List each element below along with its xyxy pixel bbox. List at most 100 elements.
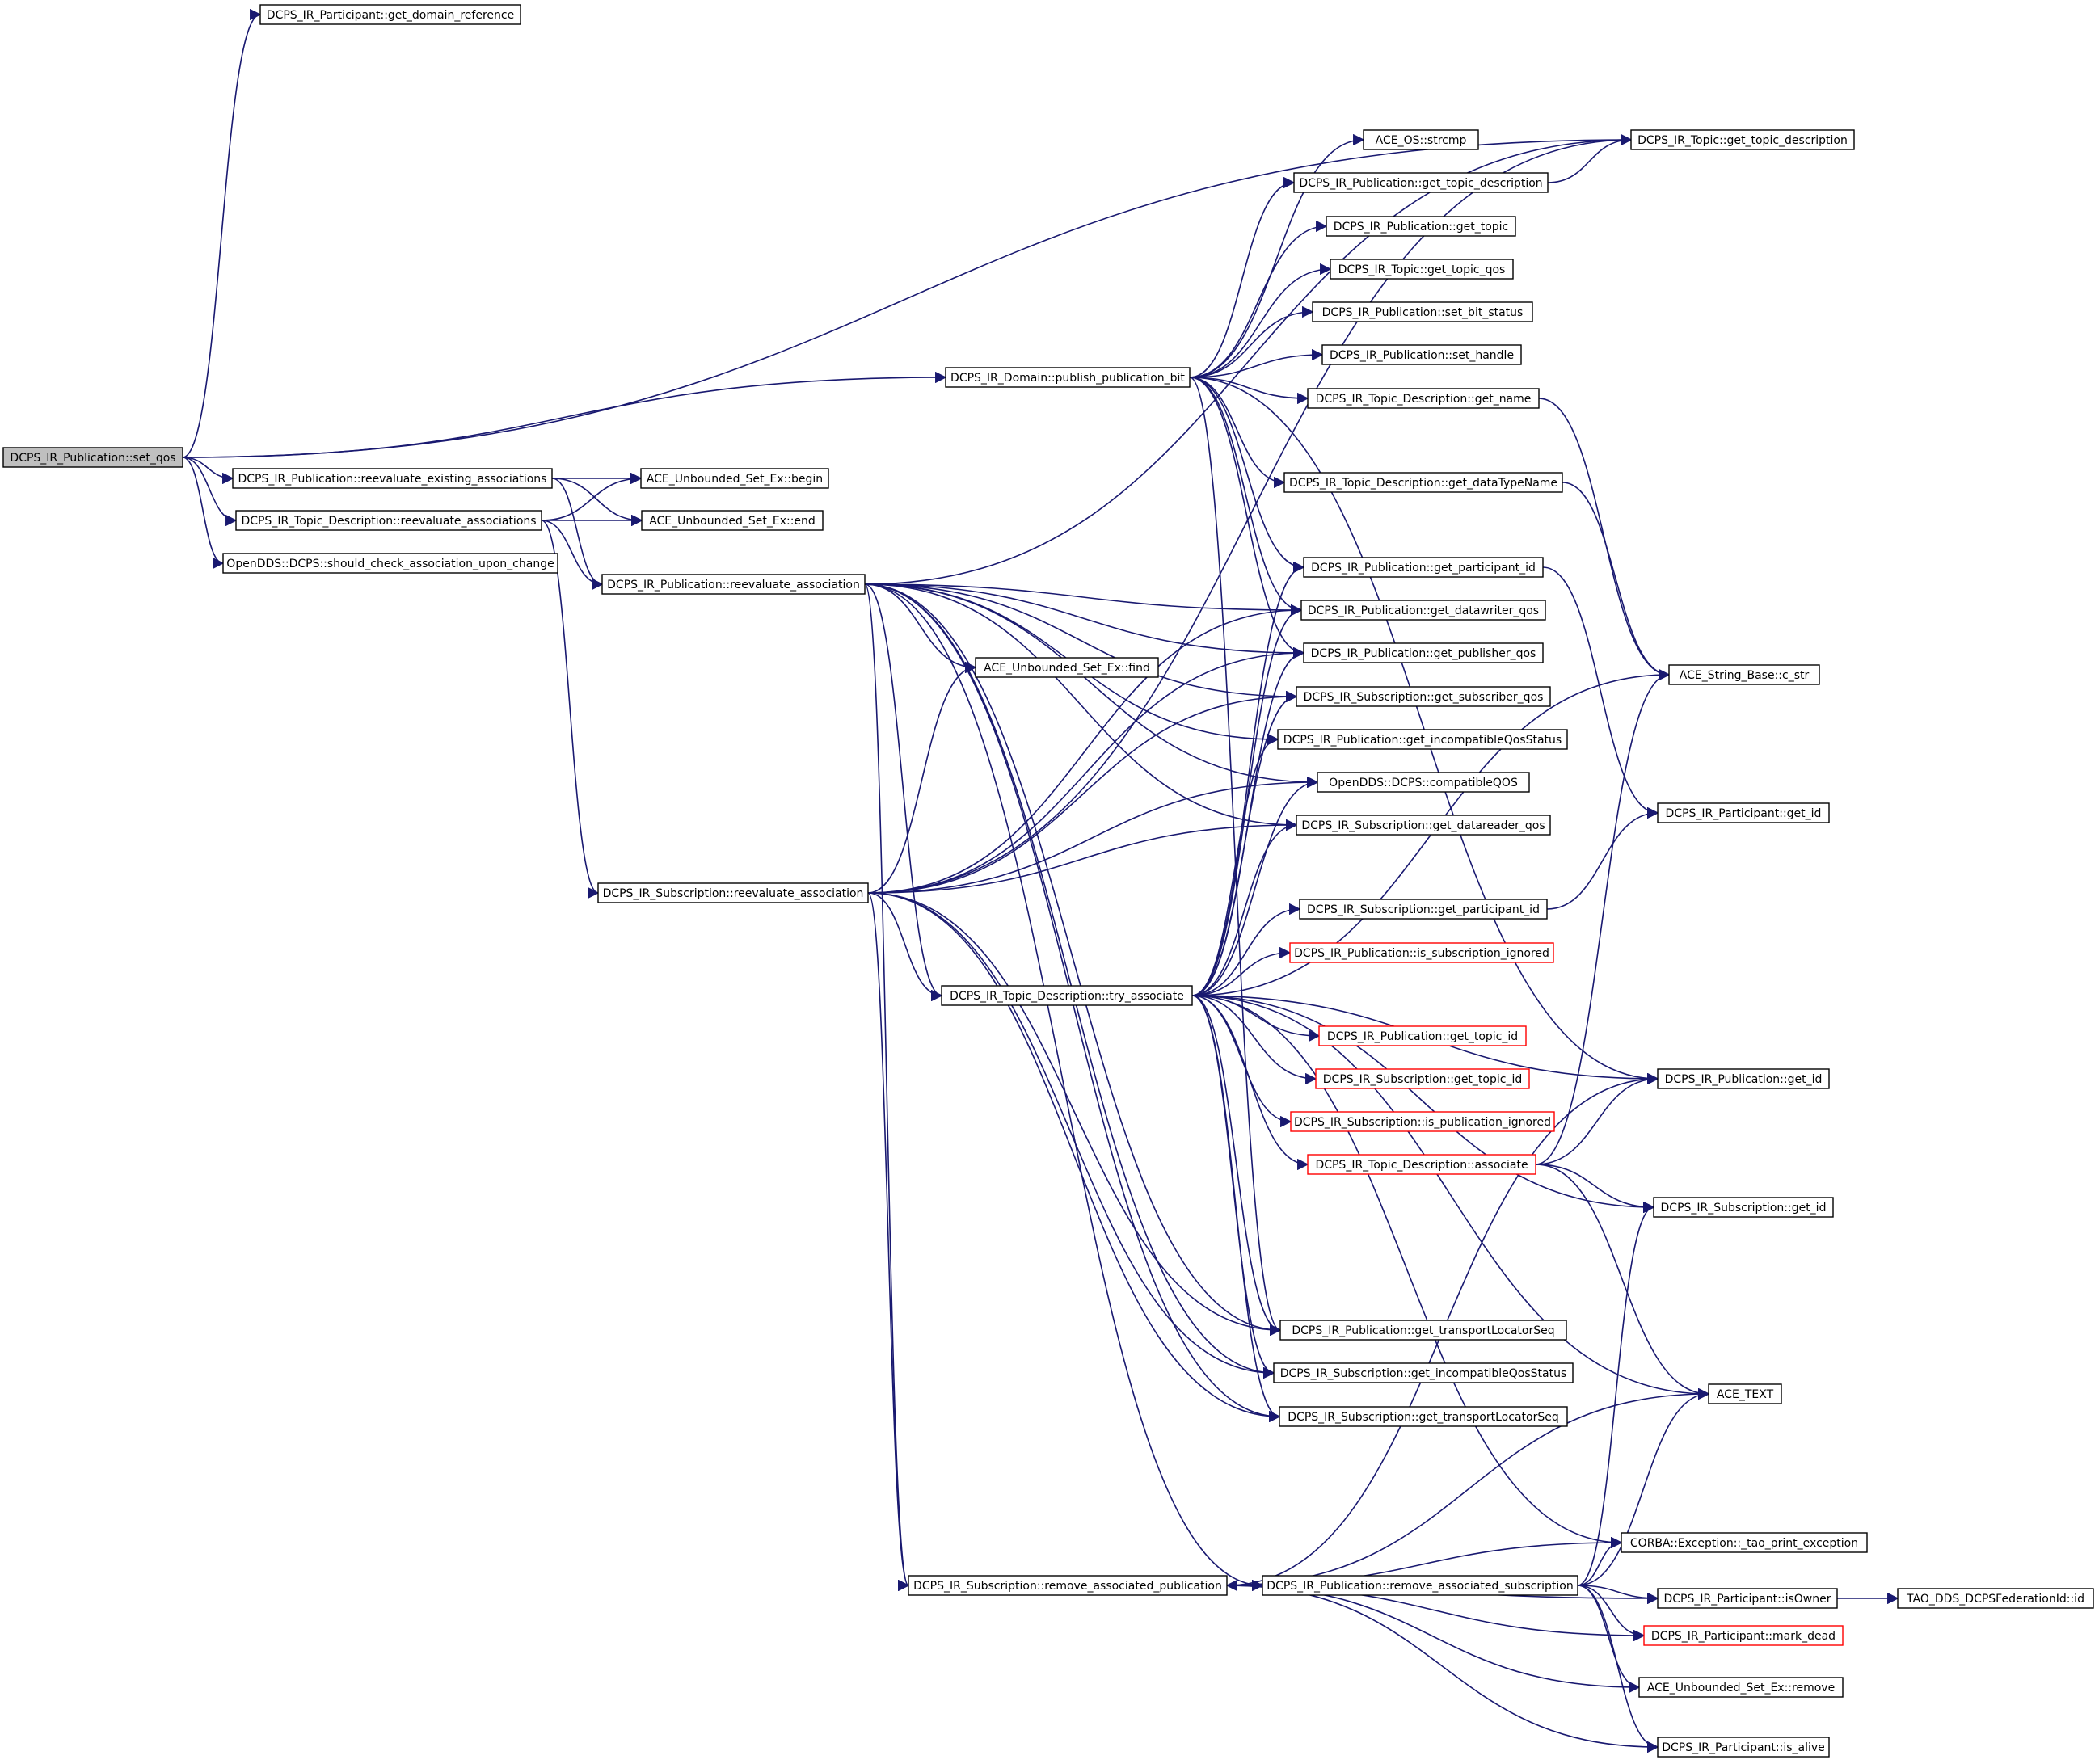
node-sub-get-transportlocatorseq[interactable]: DCPS_IR_Subscription::get_transportLocat… <box>1279 1406 1568 1427</box>
node-label: DCPS_IR_Subscription::remove_associated_… <box>913 1580 1222 1593</box>
node-box <box>1289 942 1554 963</box>
edge-sub-reevaluate-association-to-sub-remove-associated-publication <box>867 892 910 1591</box>
node-box <box>1279 1320 1567 1341</box>
node-pub-set-handle[interactable]: DCPS_IR_Publication::set_handle <box>1321 344 1522 365</box>
node-sub-is-publication-ignored[interactable]: DCPS_IR_Subscription::is_publication_ign… <box>1290 1111 1555 1132</box>
edge-publish-publication-bit-to-pub-get-participant-id <box>1189 377 1305 574</box>
node-label: OpenDDS::DCPS::should_check_association_… <box>226 558 554 570</box>
node-td-get-name[interactable]: DCPS_IR_Topic_Description::get_name <box>1307 388 1540 409</box>
node-set-find[interactable]: ACE_Unbounded_Set_Ex::find <box>975 657 1159 678</box>
node-pub-get-topic-description[interactable]: DCPS_IR_Publication::get_topic_descripti… <box>1293 172 1549 193</box>
node-topic-get-topic-qos[interactable]: DCPS_IR_Topic::get_topic_qos <box>1330 259 1514 280</box>
node-sub-get-id[interactable]: DCPS_IR_Subscription::get_id <box>1653 1197 1834 1218</box>
edge-td-try-associate-to-td-associate <box>1191 995 1309 1171</box>
node-td-get-datatypename[interactable]: DCPS_IR_Topic_Description::get_dataTypeN… <box>1283 472 1563 493</box>
node-pub-get-transportlocatorseq[interactable]: DCPS_IR_Publication::get_transportLocato… <box>1279 1320 1567 1341</box>
node-ace-text[interactable]: ACE_TEXT <box>1708 1383 1782 1404</box>
node-pub-remove-associated-subscription[interactable]: DCPS_IR_Publication::remove_associated_s… <box>1262 1575 1578 1596</box>
node-sub-get-incompatibleqosstatus[interactable]: DCPS_IR_Subscription::get_incompatibleQo… <box>1273 1362 1574 1383</box>
node-topic-get-topic-description[interactable]: DCPS_IR_Topic::get_topic_description <box>1630 129 1855 150</box>
edge-sub-reevaluate-association-to-set-find <box>867 661 977 894</box>
node-box <box>1303 642 1544 663</box>
node-set-remove[interactable]: ACE_Unbounded_Set_Ex::remove <box>1638 1677 1844 1698</box>
node-label: DCPS_IR_Subscription::get_transportLocat… <box>1288 1411 1558 1424</box>
node-box <box>1363 129 1479 150</box>
node-get-domain-reference[interactable]: DCPS_IR_Participant::get_domain_referenc… <box>259 4 521 25</box>
node-should-check[interactable]: OpenDDS::DCPS::should_check_association_… <box>222 553 558 574</box>
node-td-try-associate[interactable]: DCPS_IR_Topic_Description::try_associate <box>941 985 1193 1006</box>
node-pub-get-incompatibleqosstatus[interactable]: DCPS_IR_Publication::get_incompatibleQos… <box>1277 729 1568 750</box>
node-label: DCPS_IR_Subscription::get_subscriber_qos <box>1304 691 1544 704</box>
node-pub-get-topic-id[interactable]: DCPS_IR_Publication::get_topic_id <box>1318 1025 1527 1046</box>
node-set-qos[interactable]: DCPS_IR_Publication::set_qos <box>2 447 183 468</box>
node-pub-reevaluate-association[interactable]: DCPS_IR_Publication::reevaluate_associat… <box>601 574 866 595</box>
node-box <box>1326 216 1516 237</box>
edge-publish-publication-bit-to-pub-get-topic <box>1189 220 1328 378</box>
node-label: DCPS_IR_Topic_Description::get_dataTypeN… <box>1289 477 1557 490</box>
node-box <box>597 882 869 903</box>
node-strcmp[interactable]: ACE_OS::strcmp <box>1363 129 1479 150</box>
edge-pub-remove-associated-subscription-to-participant-isowner <box>1577 1585 1659 1605</box>
edge-td-try-associate-to-pub-is-subscription-ignored <box>1191 946 1292 996</box>
node-td-associate[interactable]: DCPS_IR_Topic_Description::associate <box>1307 1154 1536 1175</box>
node-pub-get-datawriter-qos[interactable]: DCPS_IR_Publication::get_datawriter_qos <box>1300 600 1546 621</box>
node-pub-get-publisher-qos[interactable]: DCPS_IR_Publication::get_publisher_qos <box>1303 642 1544 663</box>
node-participant-mark-dead[interactable]: DCPS_IR_Participant::mark_dead <box>1643 1625 1844 1646</box>
node-pub-get-participant-id[interactable]: DCPS_IR_Publication::get_participant_id <box>1303 557 1544 578</box>
node-participant-get-id[interactable]: DCPS_IR_Participant::get_id <box>1657 802 1830 823</box>
node-box <box>259 4 521 25</box>
node-pub-set-bit-status[interactable]: DCPS_IR_Publication::set_bit_status <box>1312 301 1533 322</box>
node-box <box>1657 802 1830 823</box>
node-c-str[interactable]: ACE_String_Base::c_str <box>1668 664 1820 685</box>
node-box <box>1307 388 1540 409</box>
node-label: DCPS_IR_Topic_Description::get_name <box>1316 393 1532 406</box>
node-participant-isowner[interactable]: DCPS_IR_Participant::isOwner <box>1657 1588 1838 1609</box>
node-compatibleqos[interactable]: OpenDDS::DCPS::compatibleQOS <box>1317 772 1530 793</box>
node-box <box>232 468 553 489</box>
node-box <box>1312 301 1533 322</box>
node-sub-reevaluate-association[interactable]: DCPS_IR_Subscription::reevaluate_associa… <box>597 882 869 903</box>
edge-td-reevaluate-associations-to-pub-reevaluate-association <box>541 520 604 591</box>
node-pub-get-id[interactable]: DCPS_IR_Publication::get_id <box>1657 1068 1830 1089</box>
node-label: ACE_Unbounded_Set_Ex::end <box>649 515 816 528</box>
edge-pub-remove-associated-subscription-to-set-remove <box>1577 1585 1641 1694</box>
node-box <box>1299 899 1548 920</box>
node-label: DCPS_IR_Publication::get_publisher_qos <box>1311 647 1536 660</box>
node-box <box>222 553 558 574</box>
node-publish-publication-bit[interactable]: DCPS_IR_Domain::publish_publication_bit <box>945 367 1191 388</box>
edge-td-try-associate-to-sub-get-participant-id <box>1191 903 1301 996</box>
node-label: DCPS_IR_Publication::get_participant_id <box>1311 562 1536 575</box>
node-box <box>1262 1575 1578 1596</box>
edge-sub-reevaluate-association-to-td-try-associate <box>867 892 943 1002</box>
node-sub-get-datareader-qos[interactable]: DCPS_IR_Subscription::get_datareader_qos <box>1296 815 1551 836</box>
node-sub-get-topic-id[interactable]: DCPS_IR_Subscription::get_topic_id <box>1315 1068 1530 1089</box>
edge-td-try-associate-to-sub-get-datareader-qos <box>1191 819 1298 996</box>
edge-sub-reevaluate-association-to-compatibleqos <box>867 776 1319 894</box>
edge-pub-remove-associated-subscription-to-sub-get-id <box>1577 1201 1655 1586</box>
node-tao-print-exception[interactable]: CORBA::Exception::_tao_print_exception <box>1621 1532 1868 1553</box>
edge-publish-publication-bit-to-pub-get-transportlocatorseq <box>1189 377 1282 1336</box>
node-sub-remove-associated-publication[interactable]: DCPS_IR_Subscription::remove_associated_… <box>908 1575 1228 1596</box>
node-participant-is-alive[interactable]: DCPS_IR_Participant::is_alive <box>1657 1737 1830 1758</box>
node-pub-get-topic[interactable]: DCPS_IR_Publication::get_topic <box>1326 216 1516 237</box>
node-federation-id[interactable]: TAO_DDS_DCPSFederationId::id <box>1897 1588 2094 1609</box>
node-set-begin[interactable]: ACE_Unbounded_Set_Ex::begin <box>640 468 829 489</box>
node-label: DCPS_IR_Publication::set_handle <box>1330 349 1514 362</box>
node-label: DCPS_IR_Publication::get_id <box>1665 1073 1823 1086</box>
edge-publish-publication-bit-to-pub-get-datawriter-qos <box>1189 377 1303 617</box>
node-box <box>975 657 1159 678</box>
node-reevaluate-existing[interactable]: DCPS_IR_Publication::reevaluate_existing… <box>232 468 553 489</box>
node-set-end[interactable]: ACE_Unbounded_Set_Ex::end <box>641 510 824 531</box>
node-sub-get-participant-id[interactable]: DCPS_IR_Subscription::get_participant_id <box>1299 899 1548 920</box>
node-pub-is-subscription-ignored[interactable]: DCPS_IR_Publication::is_subscription_ign… <box>1289 942 1554 963</box>
node-td-reevaluate-associations[interactable]: DCPS_IR_Topic_Description::reevaluate_as… <box>235 510 542 531</box>
node-label: CORBA::Exception::_tao_print_exception <box>1630 1537 1858 1550</box>
node-box <box>1657 1737 1830 1758</box>
node-sub-get-subscriber-qos[interactable]: DCPS_IR_Subscription::get_subscriber_qos <box>1296 686 1551 707</box>
node-label: DCPS_IR_Publication::get_incompatibleQos… <box>1283 734 1562 747</box>
edge-pub-reevaluate-association-to-pub-get-publisher-qos <box>864 583 1305 659</box>
node-box <box>1279 1406 1568 1427</box>
node-label: TAO_DDS_DCPSFederationId::id <box>1906 1593 2084 1606</box>
edge-pub-reevaluate-association-to-td-try-associate <box>864 583 943 1002</box>
node-label: DCPS_IR_Participant::get_id <box>1666 807 1822 820</box>
